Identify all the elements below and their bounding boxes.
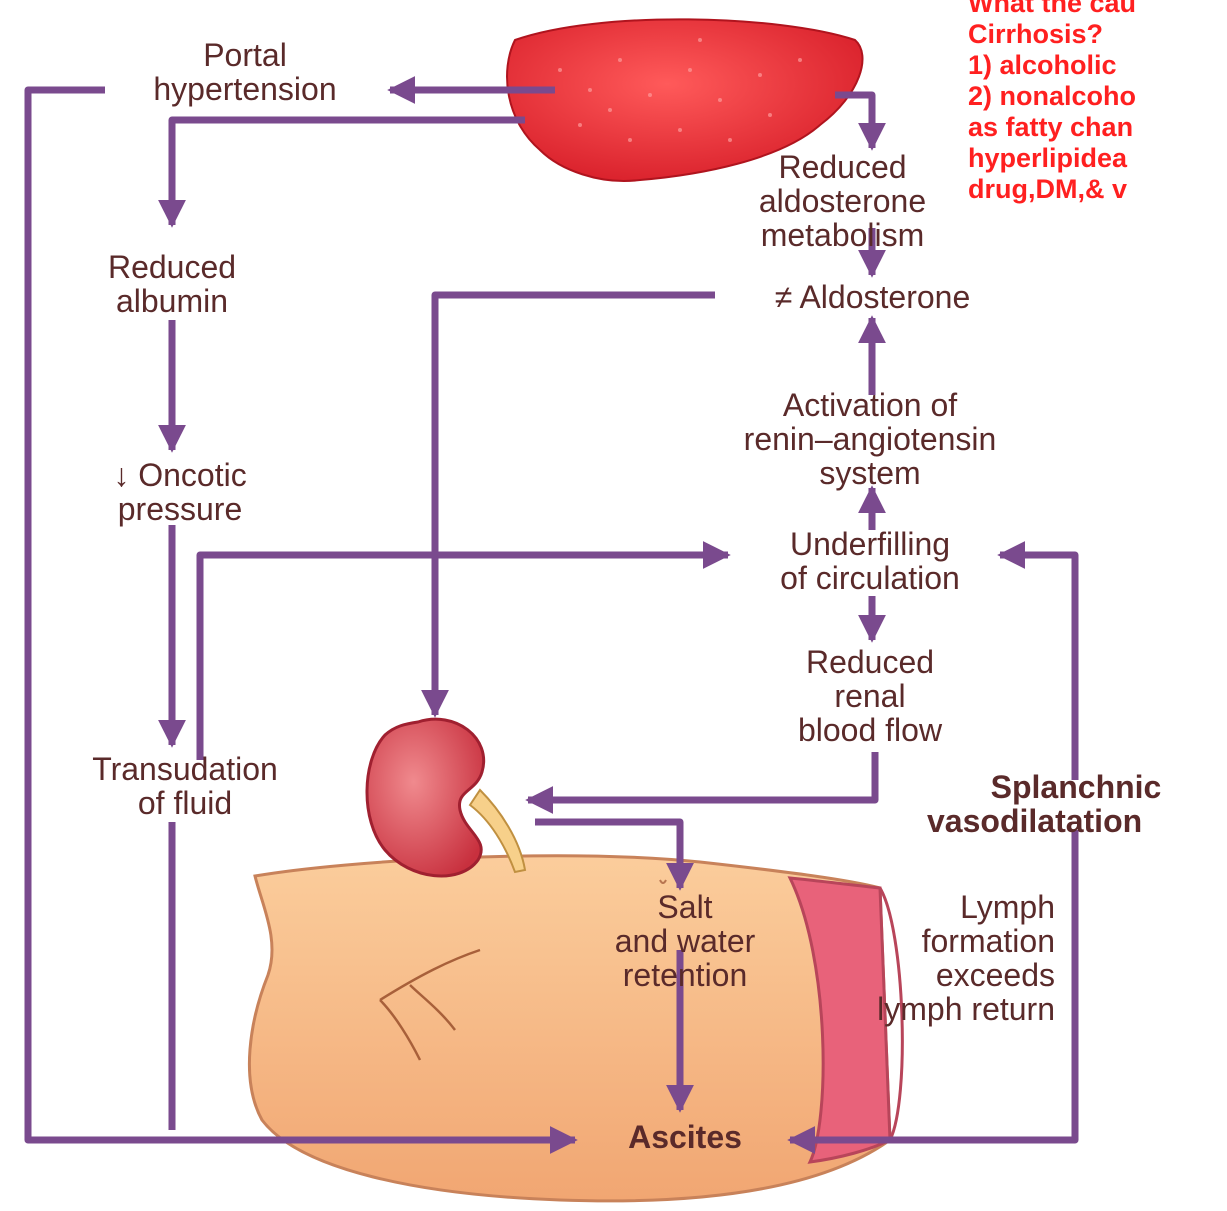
label-line: Portal — [115, 38, 375, 72]
label-line: pressure — [65, 492, 295, 526]
note-line: Cirrhosis? — [968, 19, 1227, 50]
label-line: system — [700, 456, 1040, 490]
abdomen-illustration — [249, 856, 902, 1201]
note-line: as fatty chan — [968, 112, 1227, 143]
label-line: of circulation — [715, 561, 1025, 595]
label-line: hypertension — [115, 72, 375, 106]
causes-note: What the cau Cirrhosis? 1) alcoholic 2) … — [968, 0, 1227, 205]
note-line: 1) alcoholic — [968, 50, 1227, 81]
kidney-illustration — [367, 719, 525, 876]
label-line: retention — [590, 958, 780, 992]
label-splanchnic-vasodilatation: Splanchnic vasodilatation — [925, 770, 1227, 838]
label-line: Splanchnic — [925, 770, 1227, 804]
label-line: exceeds — [820, 958, 1055, 992]
label-line: ↓ Oncotic — [65, 458, 295, 492]
label-line: renal — [740, 679, 1000, 713]
label-line: metabolism — [710, 218, 975, 252]
label-transudation: Transudation of fluid — [40, 752, 330, 820]
arrow-renal-flow-to-kidney — [528, 752, 875, 800]
label-line: Underfilling — [715, 527, 1025, 561]
label-line: aldosterone — [710, 184, 975, 218]
label-line: vasodilatation — [925, 804, 1227, 838]
label-underfilling: Underfilling of circulation — [715, 527, 1025, 595]
label-line: lymph return — [820, 992, 1055, 1026]
label-line: Reduced — [740, 645, 1000, 679]
label-line: formation — [820, 924, 1055, 958]
label-reduced-renal-blood-flow: Reduced renal blood flow — [740, 645, 1000, 747]
label-line: ≠ Aldosterone — [720, 280, 1025, 314]
note-line: 2) nonalcoho — [968, 81, 1227, 112]
label-line: Reduced — [710, 150, 975, 184]
label-line: Salt — [590, 890, 780, 924]
label-portal-hypertension: Portal hypertension — [115, 38, 375, 106]
label-oncotic-pressure: ↓ Oncotic pressure — [65, 458, 295, 526]
note-line: What the cau — [968, 0, 1227, 19]
arrow-aldosterone-to-kidney — [435, 295, 715, 715]
note-line: hyperlipidea — [968, 143, 1227, 174]
label-reduced-albumin: Reduced albumin — [52, 250, 292, 318]
label-lymph-formation: Lymph formation exceeds lymph return — [820, 890, 1055, 1026]
label-line: renin–angiotensin — [700, 422, 1040, 456]
label-line: Transudation — [40, 752, 330, 786]
label-line: Lymph — [820, 890, 1055, 924]
label-salt-water-retention: Salt and water retention — [590, 890, 780, 992]
arrow-liver-to-reduced-albumin — [172, 120, 525, 225]
label-line: albumin — [52, 284, 292, 318]
label-ascites: Ascites — [590, 1120, 780, 1154]
label-line: Reduced — [52, 250, 292, 284]
label-line: Ascites — [590, 1120, 780, 1154]
label-line: and water — [590, 924, 780, 958]
label-line: blood flow — [740, 713, 1000, 747]
label-reduced-aldosterone-metabolism: Reduced aldosterone metabolism — [710, 150, 975, 252]
label-aldosterone: ≠ Aldosterone — [720, 280, 1025, 314]
label-line: Activation of — [700, 388, 1040, 422]
label-activation-raas: Activation of renin–angiotensin system — [700, 388, 1040, 490]
note-line: drug,DM,& v — [968, 174, 1227, 205]
label-line: of fluid — [40, 786, 330, 820]
